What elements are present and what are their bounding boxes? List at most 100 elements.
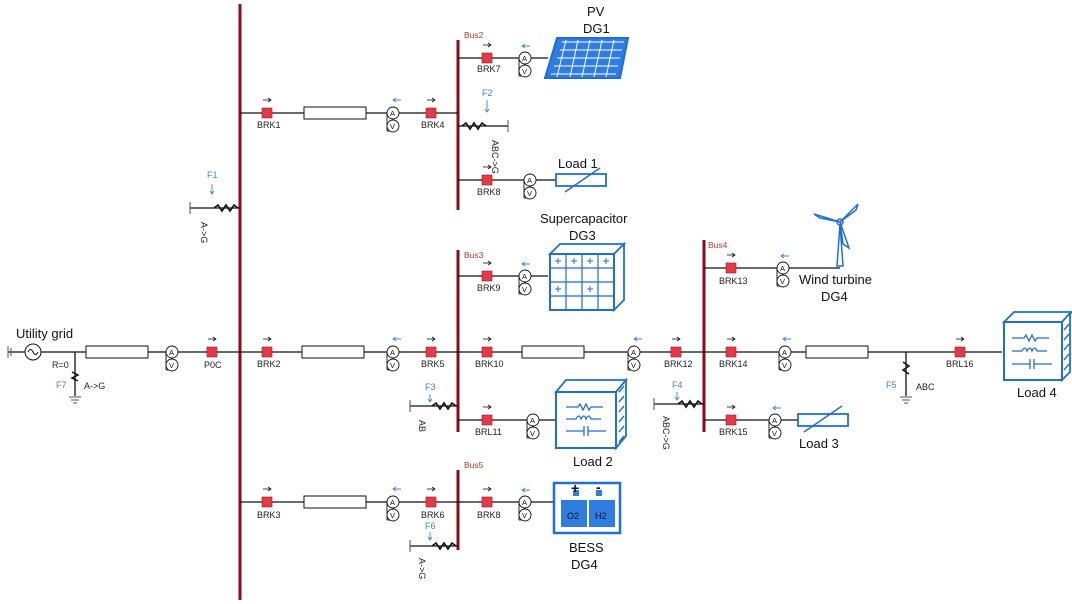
breaker-brk4[interactable]	[425, 97, 437, 119]
svg-text:BRK8: BRK8	[477, 187, 501, 197]
svg-text:BRK1: BRK1	[257, 120, 281, 130]
supercap-label-line2: DG3	[569, 228, 596, 243]
meter-letter: A	[169, 348, 174, 357]
svg-text:BRK10: BRK10	[475, 359, 504, 369]
meter-letter: A	[631, 348, 636, 357]
meter-letter: A	[782, 348, 787, 357]
meter-letter: V	[772, 429, 777, 438]
meter-letter: A	[390, 109, 395, 118]
meter-letter: V	[782, 361, 787, 370]
f7-resistance: R=0	[52, 360, 69, 370]
svg-text:A->G: A->G	[199, 222, 209, 243]
breaker-brk8-bottom[interactable]	[481, 486, 493, 508]
bus5-label: Bus5	[464, 460, 484, 470]
svg-text:F1: F1	[207, 170, 218, 180]
svg-text:AB: AB	[417, 420, 427, 432]
breaker-brk6[interactable]	[425, 486, 437, 508]
breaker-brk9[interactable]	[481, 260, 493, 282]
breaker-brk1[interactable]	[261, 97, 273, 119]
load2-icon	[554, 377, 628, 451]
svg-text:ABC: ABC	[916, 382, 935, 392]
svg-text:BRL16: BRL16	[946, 359, 974, 369]
bess-label-line2: DG4	[571, 557, 598, 572]
svg-text:BRK15: BRK15	[719, 427, 748, 437]
svg-text:F2: F2	[482, 88, 493, 98]
branch-bus3: BRK2 BRK5 BRK10 BRK12	[240, 336, 704, 372]
meter-letter: V	[522, 511, 527, 520]
breaker-brk2[interactable]	[261, 336, 273, 358]
breaker-brl16[interactable]	[954, 336, 966, 358]
f7-type: A->G	[84, 381, 105, 391]
svg-text:BRK3: BRK3	[257, 510, 281, 520]
fault-f1: F1 A->G	[189, 170, 240, 243]
wind-label-line2: DG4	[821, 289, 848, 304]
pv-feeder: BRK7 PV DG1	[458, 4, 630, 79]
svg-text:A->G: A->G	[417, 558, 427, 579]
meter-letter: V	[780, 277, 785, 286]
meter-letter: A	[390, 348, 395, 357]
meter-letter: V	[522, 67, 527, 76]
svg-text:BRK12: BRK12	[664, 359, 693, 369]
load1-feeder: BRK8 Load 1	[458, 156, 607, 200]
meter-letter: A	[522, 272, 527, 281]
svg-text:BRK13: BRK13	[719, 276, 748, 286]
breaker-brk12[interactable]	[670, 336, 682, 358]
pv-label-line2: DG1	[583, 21, 610, 36]
svg-text:BRK4: BRK4	[421, 120, 445, 130]
battery-o2: O2	[567, 511, 579, 521]
meter-letter: V	[169, 361, 174, 370]
meter-letter: A	[780, 264, 785, 273]
battery-icon: + - O2 H2	[552, 479, 622, 535]
svg-text:BRK9: BRK9	[477, 283, 501, 293]
breaker-brk10[interactable]	[481, 336, 493, 358]
svg-text:F6: F6	[425, 521, 436, 531]
breaker-brk3[interactable]	[261, 486, 273, 508]
meter-letter: A	[527, 176, 532, 185]
svg-text:ABC->G: ABC->G	[490, 140, 500, 174]
meter-letter: A	[390, 498, 395, 507]
breaker-brk15[interactable]	[725, 404, 737, 426]
battery-h2: H2	[595, 511, 607, 521]
supercap-label-line1: Supercapacitor	[540, 211, 628, 226]
utility-grid-feeder: Utility grid P0C R=0 F7 A->G	[7, 326, 240, 404]
load4-icon	[1001, 310, 1072, 383]
f7-label: F7	[56, 380, 67, 390]
load1-label: Load 1	[558, 156, 598, 171]
bess-feeder: BRK8 + - O2 H2 BESS DG4	[458, 479, 622, 572]
load3-label: Load 3	[799, 436, 839, 451]
breaker-brk13[interactable]	[725, 252, 737, 274]
meter-letter: V	[522, 285, 527, 294]
load3-icon	[797, 413, 849, 427]
fault-f6: F6 A->G	[409, 521, 458, 579]
breaker-brk7[interactable]	[481, 42, 493, 64]
supercap-feeder: BRK9 Supercapacitor DG3	[458, 211, 628, 313]
breaker-p0c[interactable]	[206, 336, 218, 358]
branch-bus2: BRK1 BRK4	[240, 97, 458, 133]
fault-f3: F3 AB	[409, 382, 458, 432]
meter-letter: A	[772, 416, 777, 425]
breaker-brk14[interactable]	[725, 336, 737, 358]
wind-feeder: BRK13 Wind turbine DG4	[704, 203, 872, 304]
breaker-brl11[interactable]	[481, 404, 493, 426]
svg-text:ABC->G: ABC->G	[661, 416, 671, 450]
load1-icon	[555, 173, 607, 187]
branch-bus5: BRK3 BRK6	[240, 486, 458, 522]
fault-f4: F4 ABC->G	[653, 380, 704, 450]
meter-letter: V	[390, 361, 395, 370]
meter-letter: A	[530, 416, 535, 425]
breaker-brk5[interactable]	[425, 336, 437, 358]
bus4-label: Bus4	[708, 240, 728, 250]
fault-f2: F2 ABC->G	[458, 88, 509, 174]
wind-turbine-icon	[813, 203, 859, 267]
battery-minus: -	[596, 479, 601, 495]
line-impedance-grid	[85, 345, 149, 359]
svg-text:BRK6: BRK6	[421, 510, 445, 520]
svg-text:F3: F3	[425, 382, 436, 392]
meter-letter: V	[530, 429, 535, 438]
meter-letter: A	[522, 54, 527, 63]
svg-text:BRL11: BRL11	[475, 427, 502, 437]
pv-panel-icon	[543, 37, 630, 79]
battery-plus: +	[571, 480, 579, 496]
